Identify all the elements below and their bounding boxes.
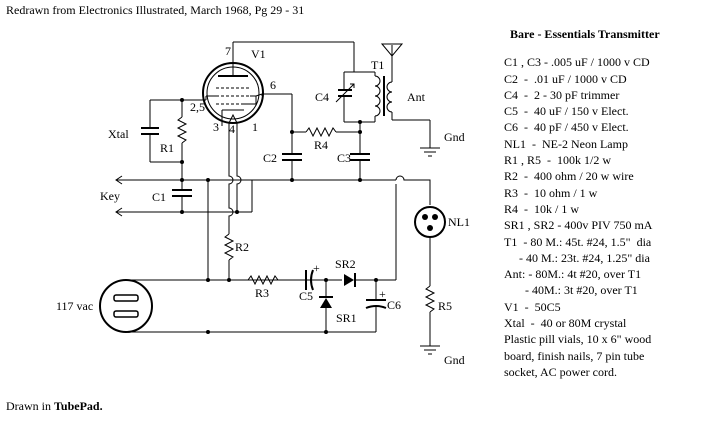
source-note: Redrawn from Electronics Illustrated, Ma…: [6, 3, 305, 17]
sr1-label: SR1: [336, 311, 357, 325]
pin-4-label: 4: [229, 122, 235, 136]
parts-list-row: R2 - 400 ohm / 20 w wire: [504, 169, 634, 184]
trimmer-capacitor-c4: [335, 71, 375, 122]
parts-list-row: C2 - .01 uF / 1000 v CD: [504, 71, 627, 86]
c2-label: C2: [263, 151, 277, 165]
tank-coil-t1: [374, 72, 393, 122]
resistor-r2: [223, 230, 235, 280]
diode-sr1: [319, 280, 333, 332]
drawn-in-prefix: Drawn in: [6, 399, 54, 413]
r5-label: R5: [438, 299, 452, 313]
antenna: [380, 43, 404, 82]
capacitor-c2: [282, 132, 302, 180]
r1-label: R1: [160, 141, 174, 155]
capacitor-c6: [365, 280, 387, 332]
pin-3-label: 3: [213, 120, 219, 134]
c6-plus: +: [379, 287, 386, 301]
tube-v1: [202, 58, 282, 124]
parts-list-row: Plastic pill vials, 10 x 6" wood: [504, 332, 652, 347]
parts-list-row: R3 - 10 ohm / 1 w: [504, 185, 598, 200]
capacitor-c1: [172, 180, 192, 212]
capacitor-c3: [350, 132, 370, 180]
pin-1-label: 1: [252, 120, 258, 134]
parts-list-row: SR1 , SR2 - 400v PIV 750 mA: [504, 218, 653, 233]
parts-list-row: R4 - 10k / 1 w: [504, 201, 579, 216]
ground-symbol-top: [420, 147, 440, 157]
parts-list-row: socket, AC power cord.: [504, 364, 617, 379]
parts-list: Bare - Essentials Transmitter C1 , C3 - …: [504, 26, 720, 380]
resistor-r3: [247, 274, 279, 286]
parts-list-row: C6 - 40 pF / 450 v Elect.: [504, 120, 629, 135]
xtal-label: Xtal: [108, 127, 129, 141]
tubepad-app-name: TubePad.: [54, 399, 103, 413]
nl1-label: NL1: [448, 215, 470, 229]
parts-list-row: V1 - 50C5: [504, 299, 561, 314]
diode-sr2: [344, 273, 356, 287]
gnd-top-label: Gnd: [444, 130, 465, 144]
c5-label: C5: [299, 289, 313, 303]
r4-label: R4: [314, 138, 328, 152]
parts-list-row: Ant: - 80M.: 4t #20, over T1: [504, 267, 642, 282]
parts-list-row: NL1 - NE-2 Neon Lamp: [504, 136, 628, 151]
parts-list-row: C5 - 40 uF / 150 v Elect.: [504, 104, 629, 119]
parts-list-title: Bare - Essentials Transmitter: [510, 27, 660, 41]
parts-list-row: Xtal - 40 or 80M crystal: [504, 316, 627, 331]
c1-label: C1: [152, 190, 166, 204]
resistor-r4: [292, 126, 360, 138]
v1-label: V1: [251, 47, 266, 61]
parts-list-row: - 40M.: 3t #20, over T1: [504, 283, 638, 298]
pin-7-label: 7: [225, 44, 231, 58]
pin-25-label: 2,5: [190, 100, 205, 114]
parts-list-row: T1 - 80 M.: 45t. #24, 1.5" dia: [504, 234, 652, 249]
gnd-bottom-label: Gnd: [444, 353, 465, 367]
t1-label: T1: [371, 58, 384, 72]
resistor-r5: [420, 285, 440, 355]
parts-list-row: board, finish nails, 7 pin tube: [504, 348, 645, 363]
ac-plug-117vac: [99, 279, 153, 333]
ant-label: Ant: [407, 90, 426, 104]
crystal-xtal: [141, 100, 159, 162]
parts-list-row: - 40 M.: 23t. #24, 1.25" dia: [504, 250, 650, 265]
c4-label: C4: [315, 90, 329, 104]
sr2-label: SR2: [335, 257, 356, 271]
key-label: Key: [100, 189, 120, 203]
drawn-in-note: Drawn in TubePad.: [6, 399, 103, 414]
c3-label: C3: [337, 151, 351, 165]
r2-label: R2: [235, 240, 249, 254]
neon-lamp-nl1: [414, 206, 446, 286]
parts-list-row: R1 , R5 - 100k 1/2 w: [504, 153, 612, 168]
r3-label: R3: [255, 286, 269, 300]
resistor-r1: [176, 100, 188, 162]
capacitor-c5: [305, 269, 314, 291]
parts-list-row: C4 - 2 - 30 pF trimmer: [504, 87, 620, 102]
c6-label: C6: [387, 298, 401, 312]
pin-6-label: 6: [270, 78, 276, 92]
mains-label: 117 vac: [56, 299, 93, 313]
parts-list-row: C1 , C3 - .005 uF / 1000 v CD: [504, 55, 650, 70]
c5-plus: +: [313, 261, 320, 275]
